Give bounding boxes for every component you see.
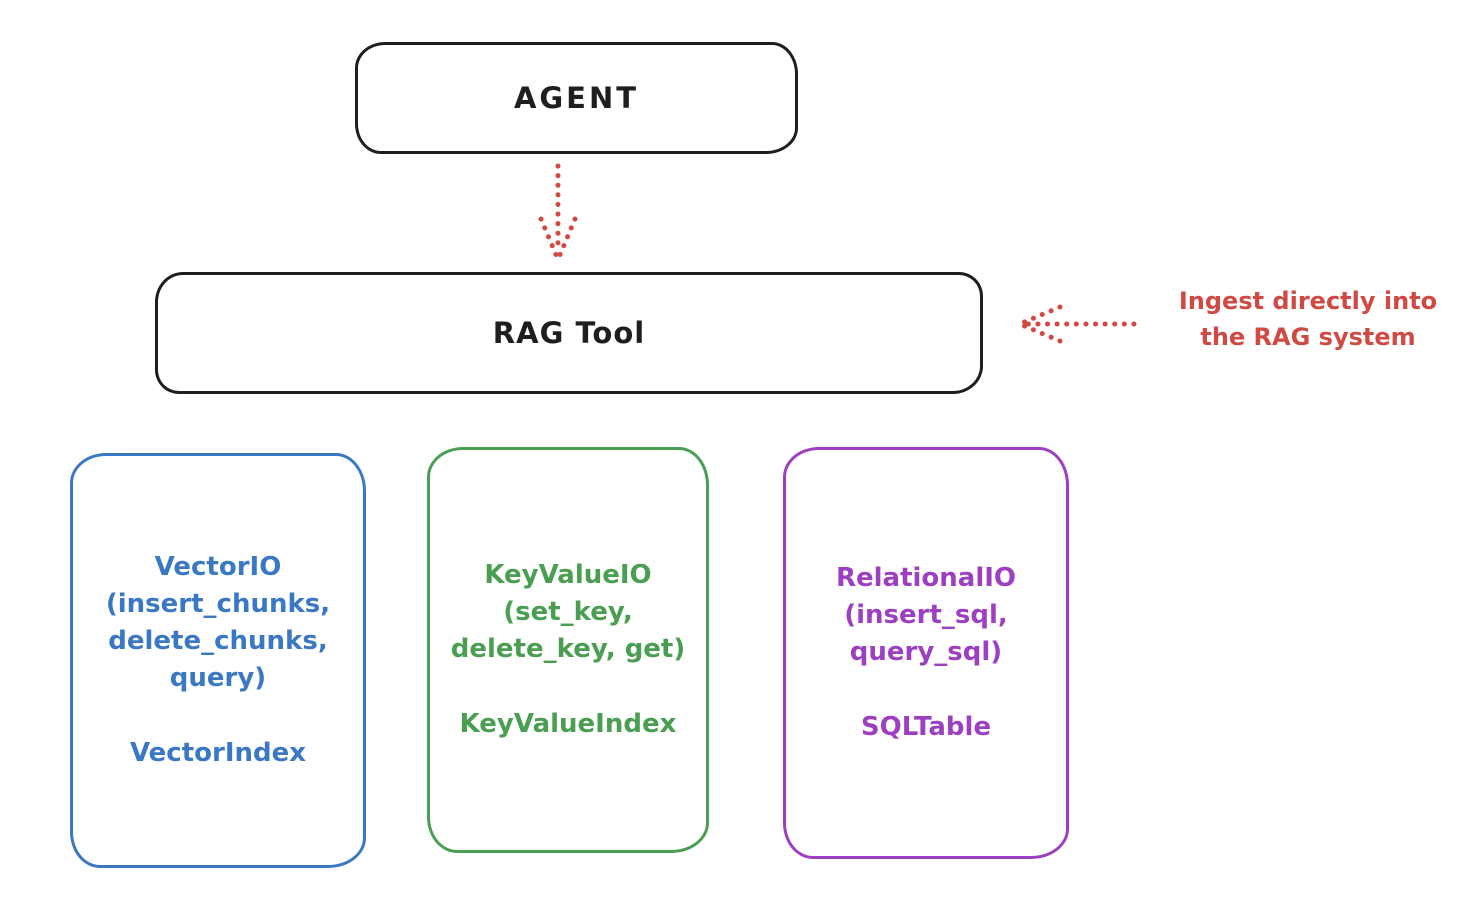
vector-io-label: VectorIO (insert_chunks, delete_chunks, … (105, 552, 331, 693)
rag-tool-label: RAG Tool (492, 316, 646, 350)
box-vector-io: VectorIO (insert_chunks, delete_chunks, … (70, 453, 366, 868)
dotted-arrow-down-icon (538, 163, 578, 260)
rag-tool-box: RAG Tool (155, 272, 983, 394)
agent-box: AGENT (355, 42, 798, 154)
box-relational-io: RelationalIO (insert_sql, query_sql) SQL… (783, 447, 1069, 859)
box-key-value-io: KeyValueIO (set_key, delete_key, get) Ke… (427, 447, 709, 853)
ingest-annotation: Ingest directly into the RAG system (1178, 287, 1438, 351)
dotted-arrow-left-icon (1019, 304, 1137, 344)
key-value-io-label: KeyValueIO (set_key, delete_key, get) (450, 560, 686, 664)
key-value-index-label: KeyValueIndex (459, 708, 677, 739)
relational-io-label: RelationalIO (insert_sql, query_sql) (835, 563, 1017, 667)
sql-table-label: SQLTable (860, 711, 992, 742)
agent-label: AGENT (513, 81, 640, 115)
vector-index-label: VectorIndex (129, 737, 307, 768)
